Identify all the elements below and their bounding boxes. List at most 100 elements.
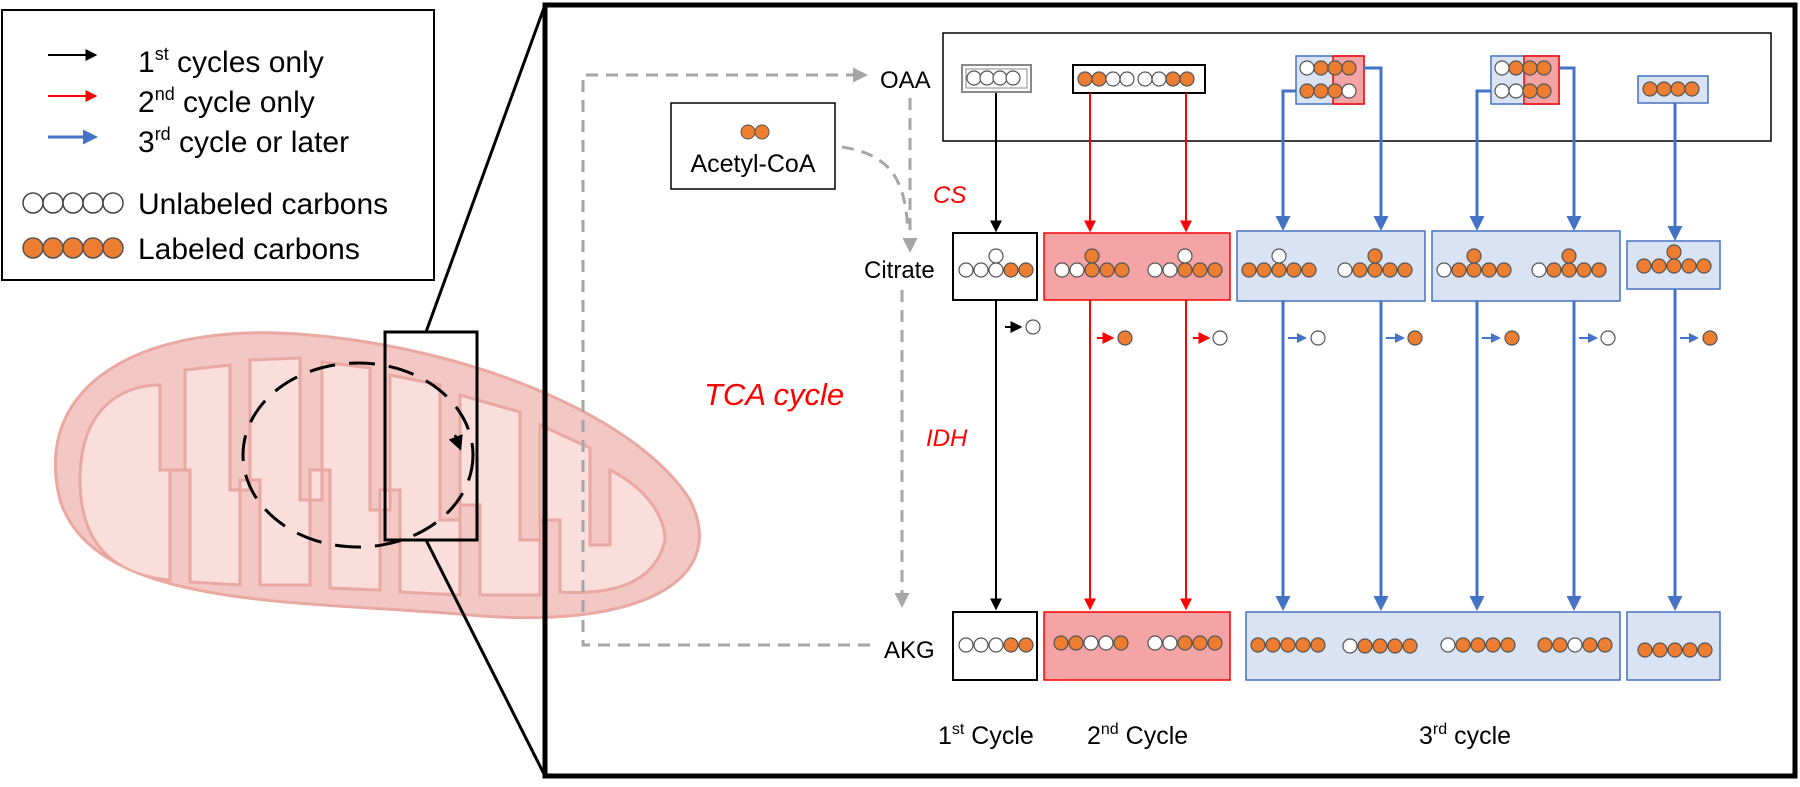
labeled-carbon [1397, 262, 1413, 278]
labeled-carbon [1299, 83, 1315, 99]
labeled-carbon [1265, 637, 1281, 653]
labeled-carbon [1591, 262, 1607, 278]
unlabeled-carbon [1054, 262, 1070, 278]
labeled-carbon [1113, 635, 1129, 651]
unlabeled-carbon [1147, 635, 1163, 651]
unlabeled-carbon [988, 637, 1004, 653]
labeled-carbon [1552, 637, 1568, 653]
unlabeled-carbon [1098, 635, 1114, 651]
zoom-panel [542, 2, 1798, 779]
zoom-line-bottom [424, 539, 547, 777]
labeled-carbon [1670, 81, 1686, 97]
labeled-carbon [1286, 262, 1302, 278]
labeled-carbon [1091, 71, 1107, 87]
labeled-carbon [1301, 262, 1317, 278]
unlabeled-carbon [1567, 637, 1583, 653]
unlabeled-carbon [958, 637, 974, 653]
legend-labeled-dots [22, 237, 124, 259]
labeled-carbon [1295, 637, 1311, 653]
citrate-label: Citrate [864, 257, 935, 284]
labeled-carbon [1053, 635, 1069, 651]
labeled-carbon [1684, 81, 1700, 97]
labeled-carbon [1341, 60, 1357, 76]
labeled-carbon [1597, 637, 1613, 653]
legend-box [1, 9, 435, 281]
labeled-carbon [1536, 60, 1552, 76]
labeled-carbon [1280, 637, 1296, 653]
carbon-dots [958, 60, 1718, 658]
labeled-carbon [1018, 262, 1034, 278]
unlabeled-carbon [1440, 637, 1456, 653]
labeled-carbon [1485, 637, 1501, 653]
labeled-carbon [1561, 262, 1577, 278]
first-cycle-arrows [990, 93, 1023, 611]
tca-cycle-path [581, 67, 918, 647]
labeled-carbon [1504, 330, 1520, 346]
labeled-carbon [1207, 635, 1223, 651]
unlabeled-carbon [1162, 262, 1178, 278]
legend-labeled-label: Labeled carbons [138, 233, 360, 266]
labeled-carbon [1500, 637, 1516, 653]
labeled-carbon [1466, 248, 1482, 264]
unlabeled-carbon [1137, 71, 1153, 87]
labeled-carbon [1352, 262, 1368, 278]
unlabeled-carbon [966, 70, 982, 86]
labeled-carbon [1496, 262, 1512, 278]
unlabeled-carbon [973, 637, 989, 653]
unlabeled-carbon [973, 262, 989, 278]
labeled-carbon [1637, 642, 1653, 658]
labeled-carbon [1327, 60, 1343, 76]
unlabeled-carbon [979, 70, 995, 86]
labeled-carbon [1077, 71, 1093, 87]
unlabeled-carbon [1151, 71, 1167, 87]
legend-first-cycle: 1st cycles only [138, 44, 324, 79]
zoom-line-top [424, 4, 547, 333]
labeled-carbon [1357, 638, 1373, 654]
labeled-carbon [1702, 330, 1718, 346]
labeled-carbon [1537, 637, 1553, 653]
labeled-carbon [1696, 258, 1712, 274]
unlabeled-carbon [1005, 70, 1021, 86]
labeled-carbon [1241, 262, 1257, 278]
labeled-carbon [1407, 330, 1423, 346]
labeled-carbon [1522, 83, 1538, 99]
unlabeled-carbon [1494, 83, 1510, 99]
akg-label: AKG [884, 637, 935, 664]
second-cycle-label: 2nd Cycle [1087, 721, 1188, 750]
labeled-carbon [1018, 637, 1034, 653]
labeled-carbon [1561, 248, 1577, 264]
labeled-carbon [1327, 83, 1343, 99]
labeled-carbon [1466, 262, 1482, 278]
labeled-carbon [1666, 244, 1682, 260]
tca-cycle-label: TCA cycle [704, 377, 844, 412]
labeled-carbon [1642, 81, 1658, 97]
unlabeled-carbon [1147, 262, 1163, 278]
unlabeled-carbon [1299, 60, 1315, 76]
legend: 1st cycles only 2nd cycle only 3rd cycle… [1, 9, 435, 281]
labeled-carbon [1508, 60, 1524, 76]
labeled-carbon [1387, 638, 1403, 654]
labeled-carbon [1681, 258, 1697, 274]
labeled-carbon [1636, 258, 1652, 274]
acetyl-coa-box: Acetyl-CoA [670, 102, 836, 190]
labeled-carbon [1652, 642, 1668, 658]
unlabeled-carbon [1212, 330, 1228, 346]
mitochondrion-cristae [78, 356, 667, 597]
labeled-carbon [1084, 262, 1100, 278]
labeled-carbon [1522, 60, 1538, 76]
oaa-label: OAA [880, 67, 931, 94]
labeled-carbon [1177, 635, 1193, 651]
labeled-carbon [1313, 83, 1329, 99]
unlabeled-carbon [1083, 635, 1099, 651]
unlabeled-carbon [1341, 83, 1357, 99]
labeled-carbon [1372, 638, 1388, 654]
unlabeled-carbon [1436, 262, 1452, 278]
idh-label: IDH [926, 425, 968, 452]
cs-label: CS [933, 182, 966, 209]
third-cycle-label: 3rd cycle [1419, 721, 1511, 750]
labeled-carbon [1656, 81, 1672, 97]
labeled-carbon [1207, 262, 1223, 278]
labeled-carbon [1667, 642, 1683, 658]
legend-unlabeled-label: Unlabeled carbons [138, 188, 388, 221]
labeled-carbon [1682, 642, 1698, 658]
